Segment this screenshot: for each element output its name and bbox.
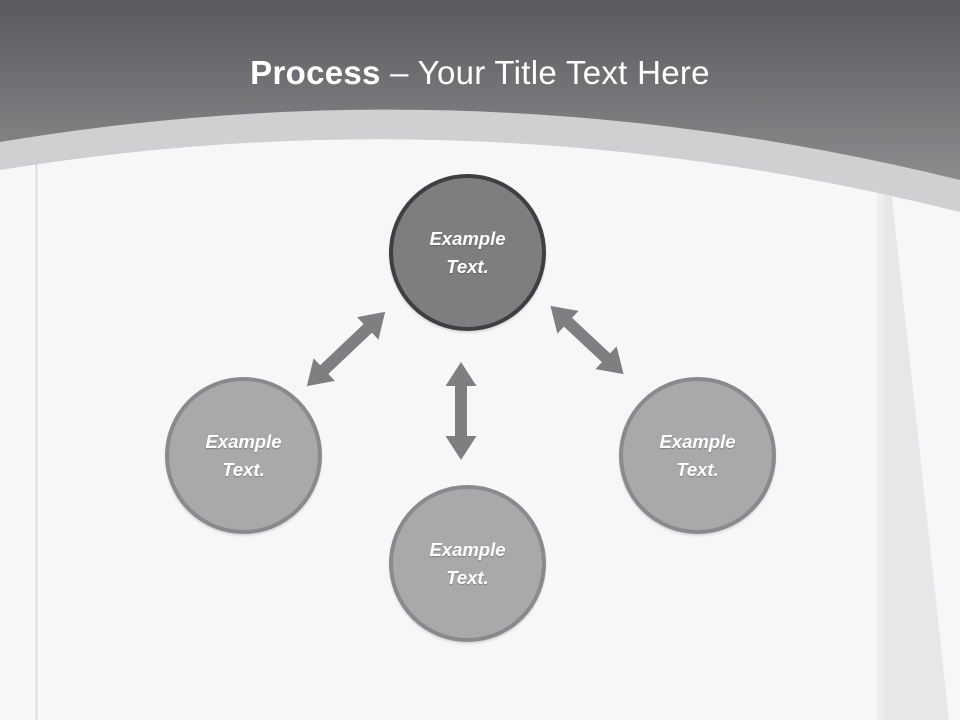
node-label-line-1: Example: [659, 430, 736, 452]
title-regular: – Your Title Text Here: [390, 54, 710, 91]
node-bottom-circle: Example Text.: [389, 485, 546, 642]
node-right-circle: Example Text.: [619, 377, 776, 534]
node-label-line-2: Text.: [676, 458, 719, 480]
title-emphasis: Process: [250, 54, 381, 91]
node-right-label: Example Text.: [659, 428, 735, 484]
node-bottom-label: Example Text.: [429, 536, 505, 592]
node-top-label: Example Text.: [429, 225, 505, 281]
left-edge-line: [35, 140, 38, 720]
node-label-line-1: Example: [429, 538, 506, 560]
node-label-line-2: Text.: [222, 458, 265, 480]
node-label-line-2: Text.: [446, 255, 489, 277]
node-label-line-1: Example: [429, 227, 506, 249]
header-curve-dark: [0, 0, 960, 180]
node-label-line-1: Example: [205, 430, 282, 452]
right-edge-line: [877, 152, 884, 720]
header-banner: [0, 0, 960, 212]
left-edge-line-highlight: [33, 140, 35, 720]
node-top-circle: Example Text.: [389, 174, 546, 331]
node-left-circle: Example Text.: [165, 377, 322, 534]
right-wedge-shape: [877, 152, 949, 720]
node-left-label: Example Text.: [205, 428, 281, 484]
slide-title: Process – Your Title Text Here: [0, 54, 960, 92]
node-label-line-2: Text.: [446, 566, 489, 588]
